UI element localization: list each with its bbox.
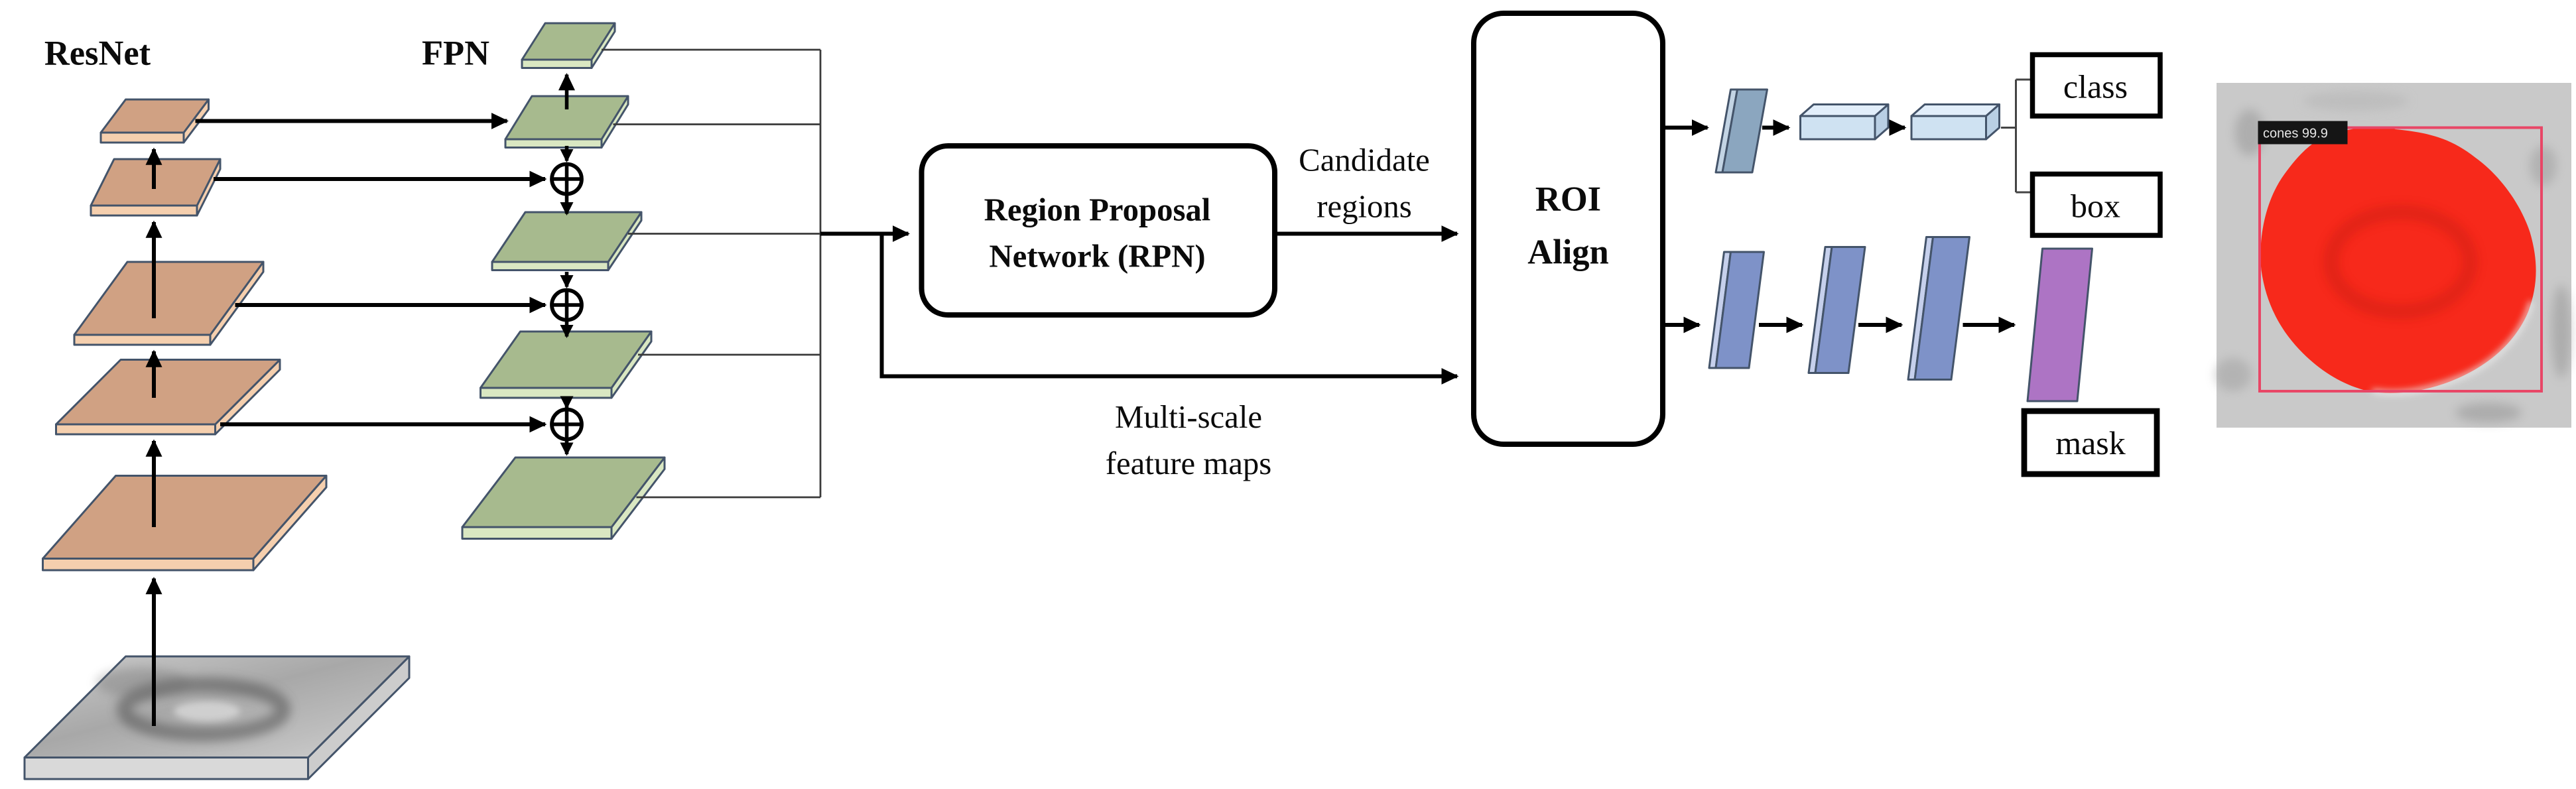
fpn-level-p5: [504, 95, 629, 141]
fc-layer-1: [1799, 103, 1890, 141]
roi-label-line1: ROI: [1535, 180, 1601, 219]
conv-plate-3: [1907, 236, 1970, 381]
crater-floor-texture: [174, 701, 240, 721]
slab-edge: [521, 58, 593, 69]
crater-shadow-texture: [96, 668, 189, 698]
class-output-label: class: [2063, 68, 2128, 105]
plate-face: [1814, 246, 1866, 374]
conv-plate-1: [1708, 251, 1765, 369]
multiscale-label-line1: Multi-scale: [1115, 399, 1262, 435]
fpn-level-p4: [491, 211, 643, 263]
slab-edge: [504, 138, 603, 149]
resnet-layer-5: [99, 98, 210, 134]
mask-feature-plate: [2026, 247, 2093, 402]
box-output-box: [2029, 171, 2163, 238]
add-node-icon: [550, 407, 584, 442]
class-output-box: [2029, 52, 2163, 119]
fc-layer-2: [1910, 103, 2000, 141]
resnet-backbone: ResNet: [23, 34, 411, 780]
add-node-icon: [550, 162, 584, 196]
add-node-icon: [550, 288, 584, 322]
crater-ring-texture: [116, 677, 291, 742]
slab-edge: [461, 526, 613, 540]
fpn-pyramid: FPN: [195, 22, 666, 540]
lateral-connections: [195, 113, 547, 433]
fc-face: [1910, 115, 1987, 141]
fpn-merge-nodes: [550, 162, 584, 442]
resnet-layer-2: [54, 359, 281, 426]
mask-crater-shading: [2323, 204, 2478, 320]
resnet-slab-tops: [41, 98, 328, 560]
input-image-slab: [23, 655, 411, 780]
resnet-title: ResNet: [44, 34, 151, 73]
fpn-level-p3: [479, 330, 653, 389]
slab-edge: [54, 423, 216, 436]
plate-face: [1913, 236, 1970, 381]
plate-face: [1714, 251, 1765, 369]
flow-annotations: Candidate regions Multi-scale feature ma…: [1106, 143, 1430, 482]
mask-output-label: mask: [2055, 424, 2126, 461]
candidate-regions-label-line1: Candidate: [1299, 143, 1430, 178]
texture-blob: [2530, 146, 2557, 186]
fc-top: [1910, 103, 2000, 117]
detection-label-background: [2258, 121, 2348, 145]
texture-blob: [2455, 402, 2522, 423]
resnet-layer-1: [41, 475, 328, 560]
slab-edge: [90, 204, 198, 217]
mask-head: mask: [1708, 236, 2160, 477]
classification-head: class box: [1714, 52, 2163, 238]
multiscale-label-line2: feature maps: [1106, 446, 1271, 481]
rpn-label-line2: Network (RPN): [989, 239, 1205, 274]
slab-edge: [479, 387, 613, 399]
slab-edge: [41, 558, 255, 572]
slab-edge: [23, 757, 309, 780]
rpn-box: [919, 143, 1277, 318]
multiscale-bypass-arrow: [879, 233, 1459, 385]
pooled-feature-plate: [1714, 88, 1768, 174]
fc-face: [1799, 115, 1876, 141]
resnet-layer-3: [73, 261, 265, 336]
plate-face: [1721, 88, 1768, 174]
mask-output-box: [2021, 408, 2160, 477]
roi-align-block: ROI Align: [1471, 11, 1709, 447]
predicted-mask-overlay: [2260, 127, 2536, 393]
detection-result-image: cones 99.9: [2215, 83, 2571, 428]
slab-edge: [99, 131, 185, 144]
fpn-title: FPN: [422, 34, 489, 73]
roi-align-box: [1471, 11, 1665, 447]
slab-edge: [73, 334, 212, 346]
texture-blob: [2303, 91, 2409, 111]
output-bracket: [2001, 78, 2031, 194]
rpn-block: Region Proposal Network (RPN): [919, 143, 1459, 318]
roi-label-line2: Align: [1527, 233, 1609, 272]
candidate-regions-label-line2: regions: [1317, 189, 1412, 225]
fpn-output-collector: [601, 48, 1459, 499]
photo-texture: [2215, 91, 2571, 423]
texture-blob: [2234, 109, 2265, 156]
mask-rim-highlight: [2372, 301, 2534, 396]
texture-blob: [2551, 285, 2571, 378]
fpn-level-p2: [461, 456, 666, 528]
fpn-level-p6: [521, 22, 616, 61]
detection-bounding-box: [2258, 126, 2543, 393]
texture-blob: [2215, 358, 2252, 391]
rpn-label-line1: Region Proposal: [984, 192, 1211, 228]
detection-label-text: cones 99.9: [2263, 127, 2328, 141]
fpn-slab-tops: [461, 22, 666, 528]
fc-top: [1799, 103, 1890, 117]
conv-plate-2: [1807, 246, 1866, 374]
slab-edge: [491, 261, 610, 271]
box-output-label: box: [2071, 188, 2120, 225]
